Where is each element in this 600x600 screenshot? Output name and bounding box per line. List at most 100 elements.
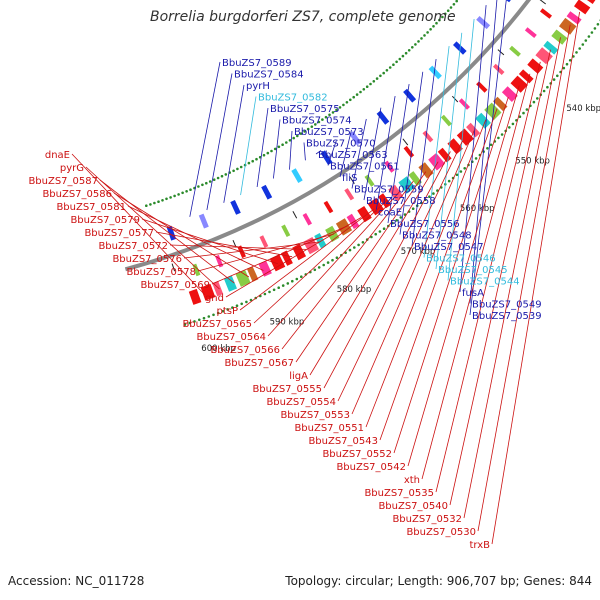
reverse-gene-feature [422, 130, 434, 143]
gc-content-dot [556, 74, 559, 78]
reverse-gene-feature [447, 138, 463, 155]
reverse-gene-feature [476, 81, 488, 93]
label-leaders [71, 0, 580, 545]
gc-content-dot [353, 246, 356, 249]
accession-text: Accession: NC_011728 [8, 574, 145, 588]
gc-skew-dot [331, 111, 335, 114]
gc-skew-dot [398, 57, 402, 61]
forward-gene-feature [403, 88, 417, 103]
gc-content-dot [240, 302, 243, 306]
scale-tick-label: 550 kbp [515, 156, 550, 166]
genome-summary-text: Topology: circular; Length: 906,707 bp; … [285, 574, 592, 588]
gc-skew-dot [212, 178, 216, 181]
gc-skew-dot [426, 31, 429, 34]
label-leader-line [303, 142, 306, 161]
gc-skew-dot [173, 194, 176, 198]
reverse-gene-feature [493, 63, 505, 75]
forward-gene-label: BbuZS7_0561 [330, 162, 400, 173]
gc-skew-dot [321, 118, 324, 121]
label-leader-line [273, 119, 281, 179]
reverse-gene-feature [403, 145, 415, 158]
reverse-gene-feature [325, 225, 340, 242]
gc-content-dot [587, 35, 591, 38]
label-leader-line [256, 107, 269, 188]
forward-gene-feature [230, 200, 241, 215]
gc-skew-dot [208, 180, 212, 183]
reverse-gene-label: BbuZS7_0530 [406, 527, 476, 538]
reverse-gene-feature [335, 218, 353, 236]
gc-skew-dot [362, 88, 366, 91]
forward-gene-feature [428, 65, 442, 80]
label-leader-line [240, 96, 257, 196]
forward-gene-label: fusA [462, 288, 484, 299]
gc-skew-dot [438, 18, 441, 22]
forward-gene-feature [261, 184, 273, 200]
gc-skew-dot [423, 34, 426, 37]
gc-skew-dot [352, 95, 356, 99]
reverse-gene-feature [440, 114, 452, 127]
gc-skew-dot [444, 12, 447, 16]
label-leader-line [399, 71, 424, 235]
gc-skew-dot [255, 157, 258, 161]
reverse-gene-label: BbuZS7_0576 [112, 254, 182, 265]
gc-skew-dot [232, 169, 235, 173]
gc-skew-dot [395, 60, 398, 64]
label-leader-line [393, 96, 509, 454]
gene-labels: BbuZS7_0589BbuZS7_0584pyrHBbuZS7_0582Bbu… [28, 58, 541, 551]
gc-skew-dot [185, 190, 188, 193]
gc-skew-dot [299, 132, 303, 135]
gc-content-dot [463, 167, 467, 170]
gc-skew-dot [149, 203, 152, 206]
gc-content-dot [245, 300, 248, 304]
gc-skew-dot [266, 151, 270, 155]
reverse-gene-label: BbuZS7_0565 [182, 319, 252, 330]
gc-skew-dot [270, 149, 273, 153]
gc-skew-dot [446, 9, 450, 12]
reverse-gene-feature [388, 184, 404, 202]
label-leader-line [267, 190, 401, 337]
forward-gene-label: coaE [378, 208, 402, 219]
gc-skew-dot [417, 40, 420, 43]
gc-content-dot [216, 311, 220, 315]
label-leader-line [407, 85, 520, 467]
reverse-gene-label: ligA [289, 371, 308, 382]
gc-content-dot [581, 43, 585, 46]
gc-content-dot [317, 266, 321, 269]
scale-tick-mark [497, 49, 505, 56]
label-leader-line [379, 108, 498, 441]
gc-content-dot [578, 47, 581, 50]
label-leader-line [337, 140, 463, 402]
gc-content-dot [497, 136, 500, 140]
gc-skew-dot [407, 49, 411, 52]
gc-content-dot [335, 256, 339, 260]
gc-content-dot [207, 315, 211, 318]
reverse-gene-feature [323, 200, 334, 214]
gc-skew-dot [342, 103, 345, 107]
scale-tick-mark [349, 176, 355, 184]
gc-content-dot [562, 66, 566, 70]
reverse-gene-feature [543, 40, 559, 55]
reverse-gene-feature [364, 174, 375, 187]
gc-skew-dot [441, 15, 444, 19]
gc-skew-dot [420, 37, 423, 40]
reverse-gene-feature [586, 0, 596, 4]
label-leader-line [459, 5, 487, 293]
reverse-gene-feature [200, 283, 216, 301]
gc-content-dot [326, 261, 330, 264]
gc-skew-dot [324, 115, 328, 119]
gc-content-dot [235, 304, 239, 308]
reverse-gene-feature [527, 58, 544, 74]
gc-content-dot [593, 27, 597, 30]
reverse-gene-label: BbuZS7_0581 [56, 202, 126, 213]
forward-gene-label: BbuZS7_0546 [426, 254, 496, 265]
gc-skew-dot [181, 191, 184, 195]
gc-skew-dot [317, 120, 321, 124]
gc-content-dot [546, 85, 549, 89]
forward-gene-label: pyrH [246, 81, 270, 92]
gc-content-dot [568, 59, 572, 62]
scale-tick-mark [292, 210, 298, 219]
gc-content-dot [500, 133, 504, 136]
reverse-gene-feature [258, 260, 272, 277]
gc-skew-dot [375, 77, 379, 80]
